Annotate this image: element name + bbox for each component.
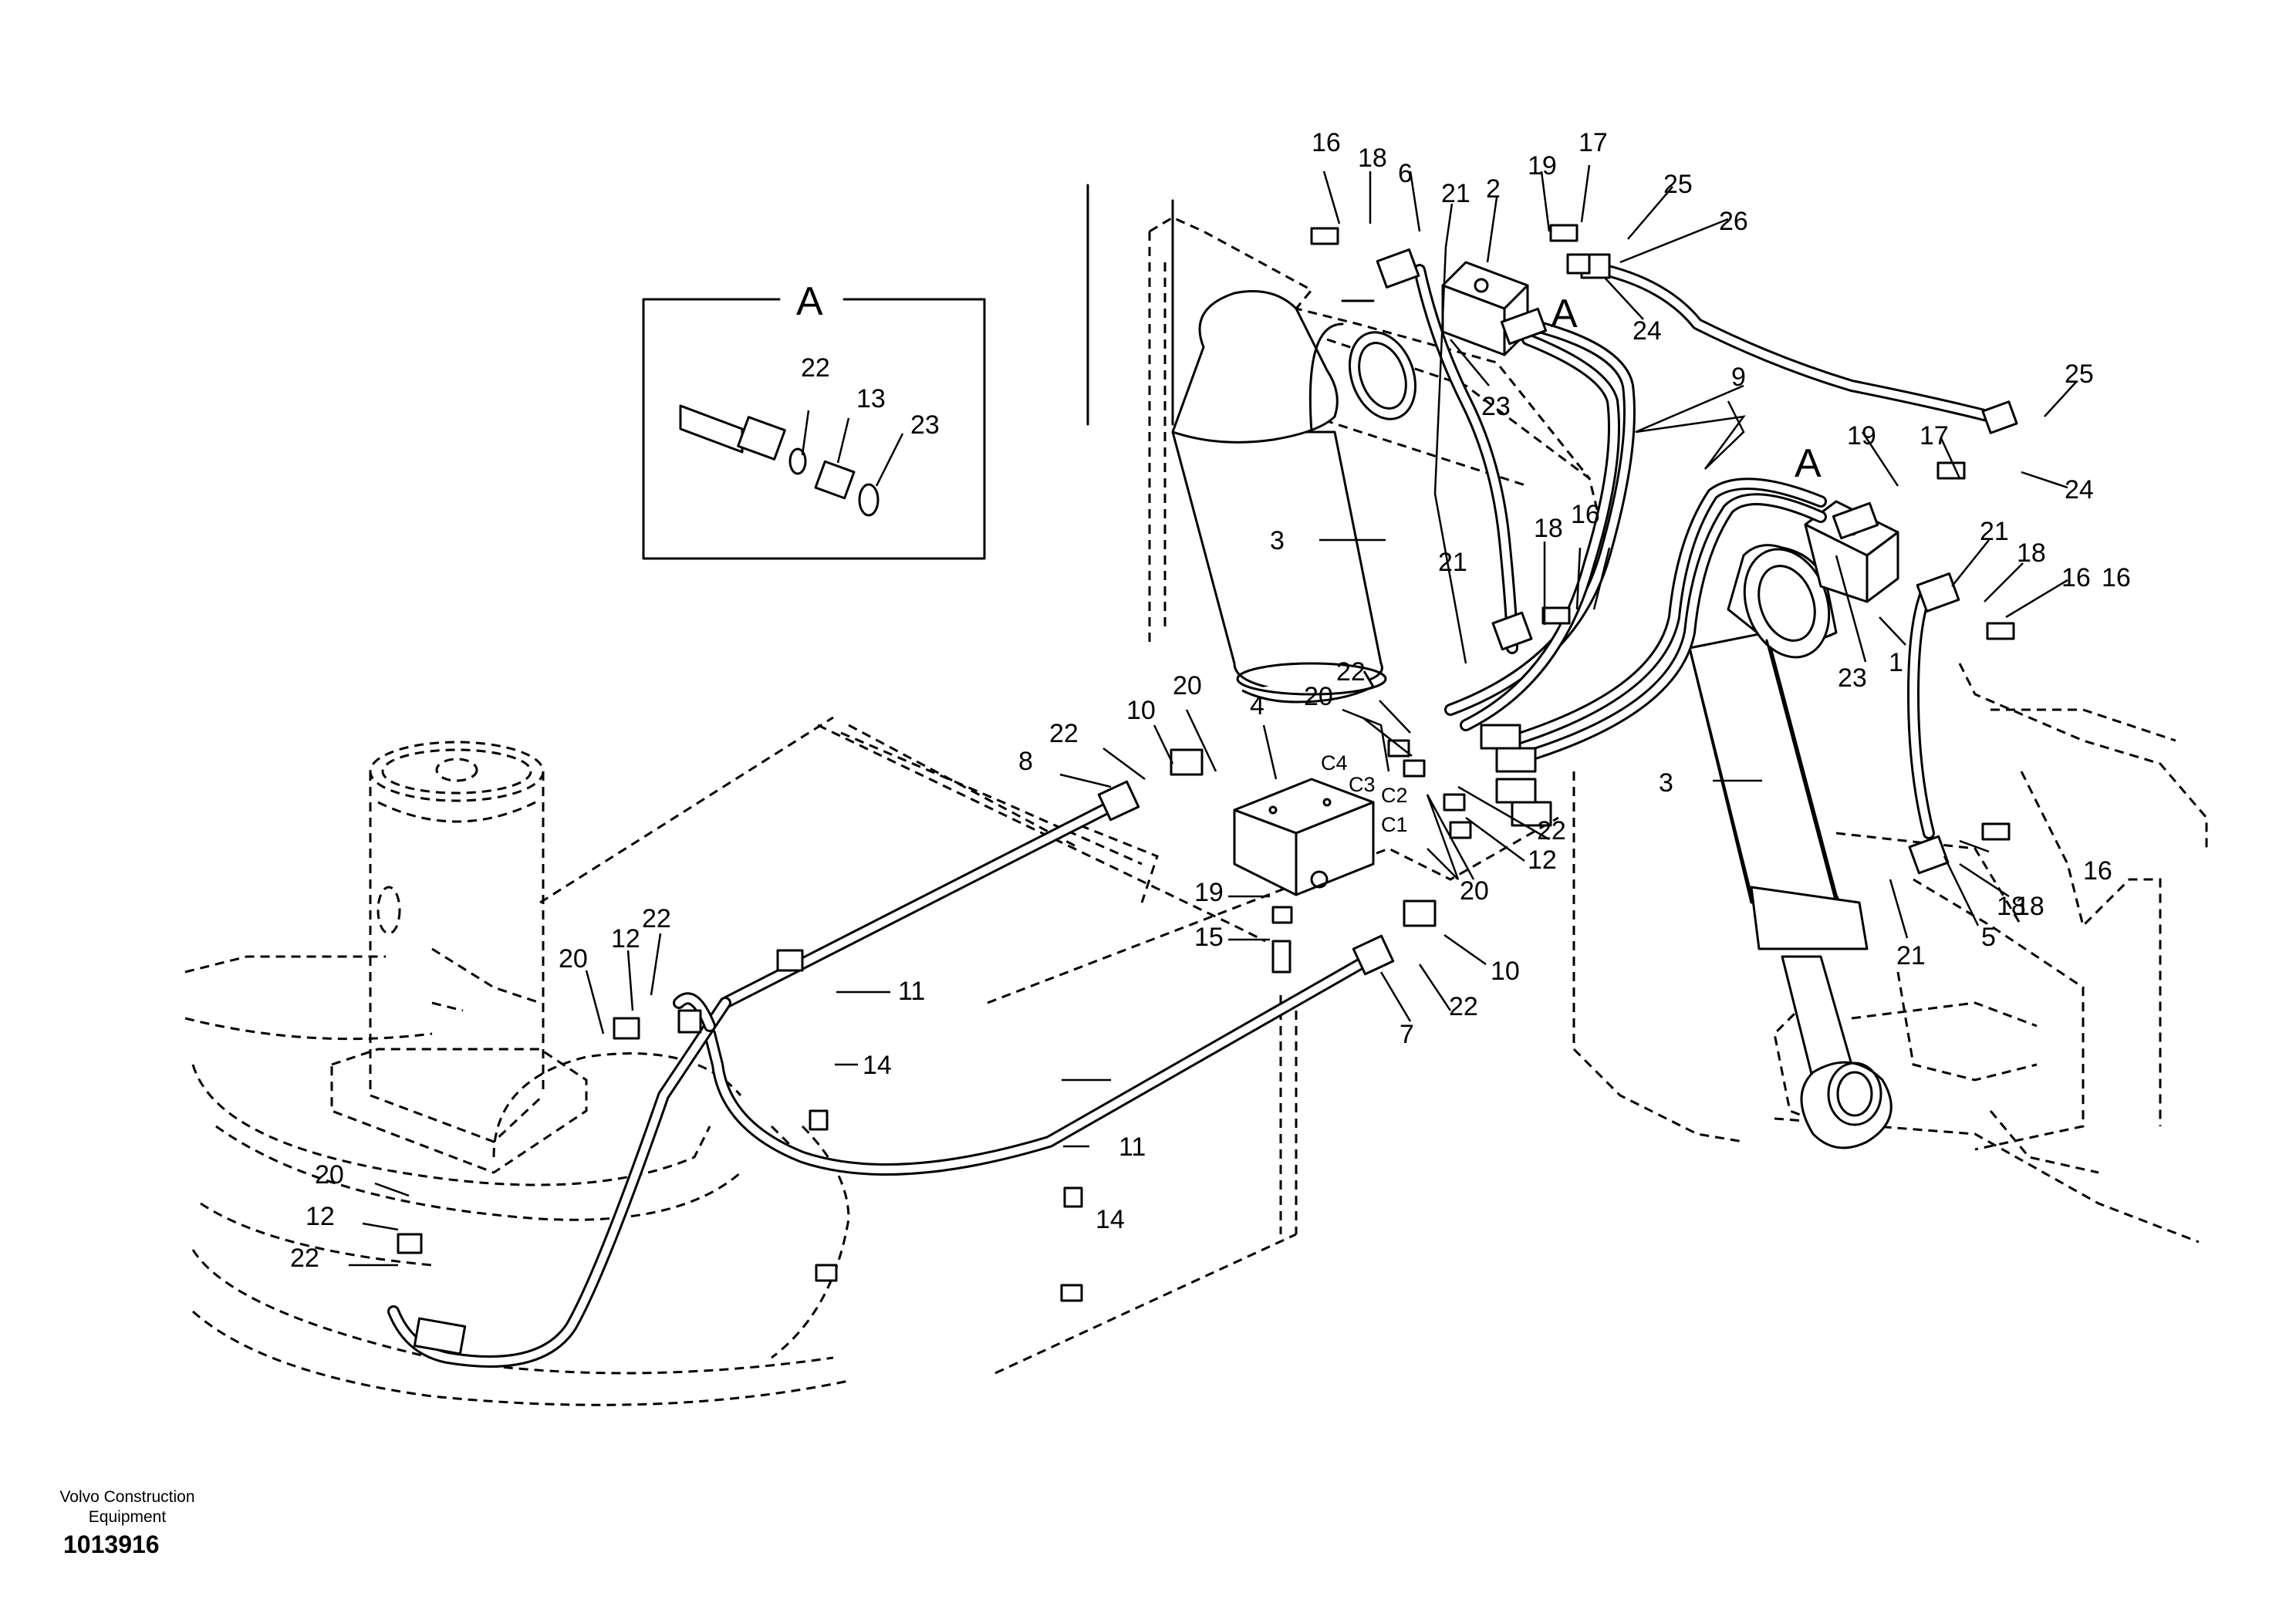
callout-label: 19 [1528,151,1557,181]
callout-label: 10 [1126,696,1156,725]
callout-label: C1 [1381,813,1408,836]
callout-labels: 16 18 6 21 2 19 17 25 26 24 23 A 9 25 24… [290,128,2131,1273]
callout-label: 14 [863,1051,892,1080]
callout-label: 8 [1018,747,1033,776]
inset-a [642,298,986,560]
callout-label: 23 [1838,663,1867,693]
callout-label: 9 [1731,363,1746,392]
callout-label: 20 [559,944,588,974]
callout-label: 17 [1920,421,1949,451]
callout-label: A [1551,292,1578,336]
callout-label: 22 [290,1244,319,1273]
callout-label: 25 [1663,170,1693,199]
inset-callout: 23 [910,410,940,440]
callout-label: 21 [1896,941,1926,970]
callout-label: 17 [1578,128,1608,157]
callout-label: 14 [1096,1205,1125,1234]
fittings [397,224,2018,1355]
callout-label: 16 [1312,128,1341,157]
callout-label: 23 [1481,392,1511,421]
inset-callout: 13 [856,384,886,413]
callout-label: 3 [1659,768,1673,798]
hoses [387,264,1997,1368]
inset-labels: A 22 13 23 [796,279,940,440]
callout-label: 7 [1400,1020,1414,1049]
callout-label: 22 [1537,816,1566,845]
callout-label: 22 [1049,719,1079,748]
callout-label: 22 [1449,992,1478,1021]
callout-label: 24 [1633,316,1662,346]
brand-text: Volvo Construction Equipment [59,1488,195,1526]
boom-cylinder-right [1688,544,1893,1149]
inset-callout: 22 [801,353,830,383]
callout-label: C4 [1321,751,1348,775]
callout-label: 19 [1847,421,1876,451]
callout-label: C3 [1349,773,1376,796]
callout-label: 12 [306,1202,335,1231]
callout-label: 16 [2061,563,2091,592]
callout-label: 18 [1997,892,2026,921]
leader-lines [349,164,2078,1267]
callout-label: 22 [1336,657,1366,687]
callout-label: 25 [2065,359,2094,389]
callout-label: 19 [1194,878,1224,907]
callout-label: 10 [1491,957,1520,986]
callout-label: 15 [1194,923,1224,952]
callout-label: 26 [1719,207,1748,236]
callout-label: 20 [315,1160,344,1190]
callout-label: 21 [1438,548,1467,577]
callout-label: A [1795,441,1822,486]
callout-label: 2 [1486,174,1501,204]
callout-label: 20 [1460,876,1489,906]
callout-label: 5 [1981,923,1996,952]
callout-label: 1 [1889,648,1903,677]
callout-label: 21 [1980,517,2009,546]
tank [330,741,588,1174]
document-number: 1013916 [63,1531,160,1558]
callout-label: 20 [1304,682,1333,711]
extra-labels: 16 18 [2015,856,2112,921]
valve-block [1233,778,1375,896]
callout-label: 16 [2102,563,2131,592]
svg-text:16: 16 [2083,856,2112,886]
callout-label: 18 [2017,538,2046,568]
callout-label: 18 [1358,143,1387,173]
callout-label: 18 [1534,514,1563,543]
callout-label: C2 [1381,784,1408,807]
callout-label: 21 [1441,179,1470,208]
callout-label: 4 [1250,691,1264,721]
callout-label: 3 [1270,526,1285,555]
callout-label: 22 [642,904,671,933]
callout-label: 24 [2065,475,2094,505]
callout-label: 16 [1571,500,1600,529]
callout-label: 6 [1398,159,1413,188]
callout-label: 12 [611,924,640,953]
callout-label: 20 [1173,671,1202,700]
callout-label: 12 [1528,845,1557,875]
callout-label: 11 [898,977,925,1006]
svg-text:18: 18 [2015,892,2044,921]
valve-body-1 [1804,500,1899,603]
boom-cylinder-left [1086,184,1417,704]
inset-title: A [796,279,823,324]
callout-label: 11 [1119,1132,1146,1162]
